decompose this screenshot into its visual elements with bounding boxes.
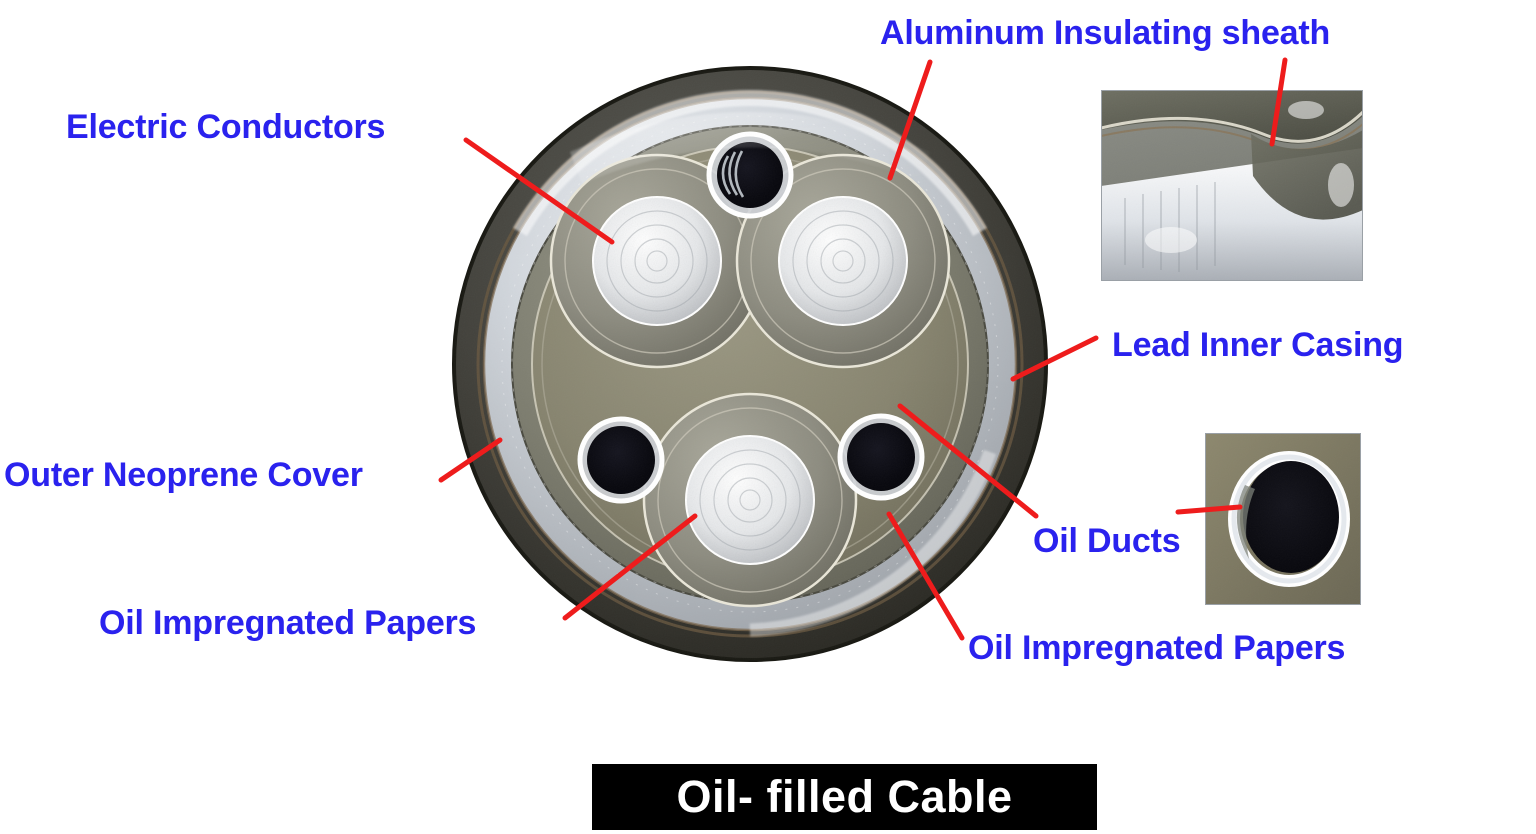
label-outer-neoprene-cover: Outer Neoprene Cover	[4, 456, 363, 494]
label-oil-impregnated-papers-right: Oil Impregnated Papers	[968, 629, 1346, 667]
inset-aluminum-sheath-photo	[1101, 90, 1363, 281]
inset-oil-duct-photo	[1205, 433, 1361, 605]
cable-cross-section-photo	[450, 32, 1050, 696]
title-banner: Oil- filled Cable	[592, 764, 1097, 830]
label-aluminum-insulating-sheath: Aluminum Insulating sheath	[880, 14, 1331, 52]
photo-highlights	[454, 68, 1046, 660]
label-lead-inner-casing: Lead Inner Casing	[1112, 326, 1404, 364]
label-oil-impregnated-papers-left: Oil Impregnated Papers	[99, 604, 477, 642]
figure-title: Oil- filled Cable	[676, 771, 1013, 822]
label-oil-ducts: Oil Ducts	[1033, 522, 1181, 560]
label-electric-conductors: Electric Conductors	[66, 108, 386, 146]
